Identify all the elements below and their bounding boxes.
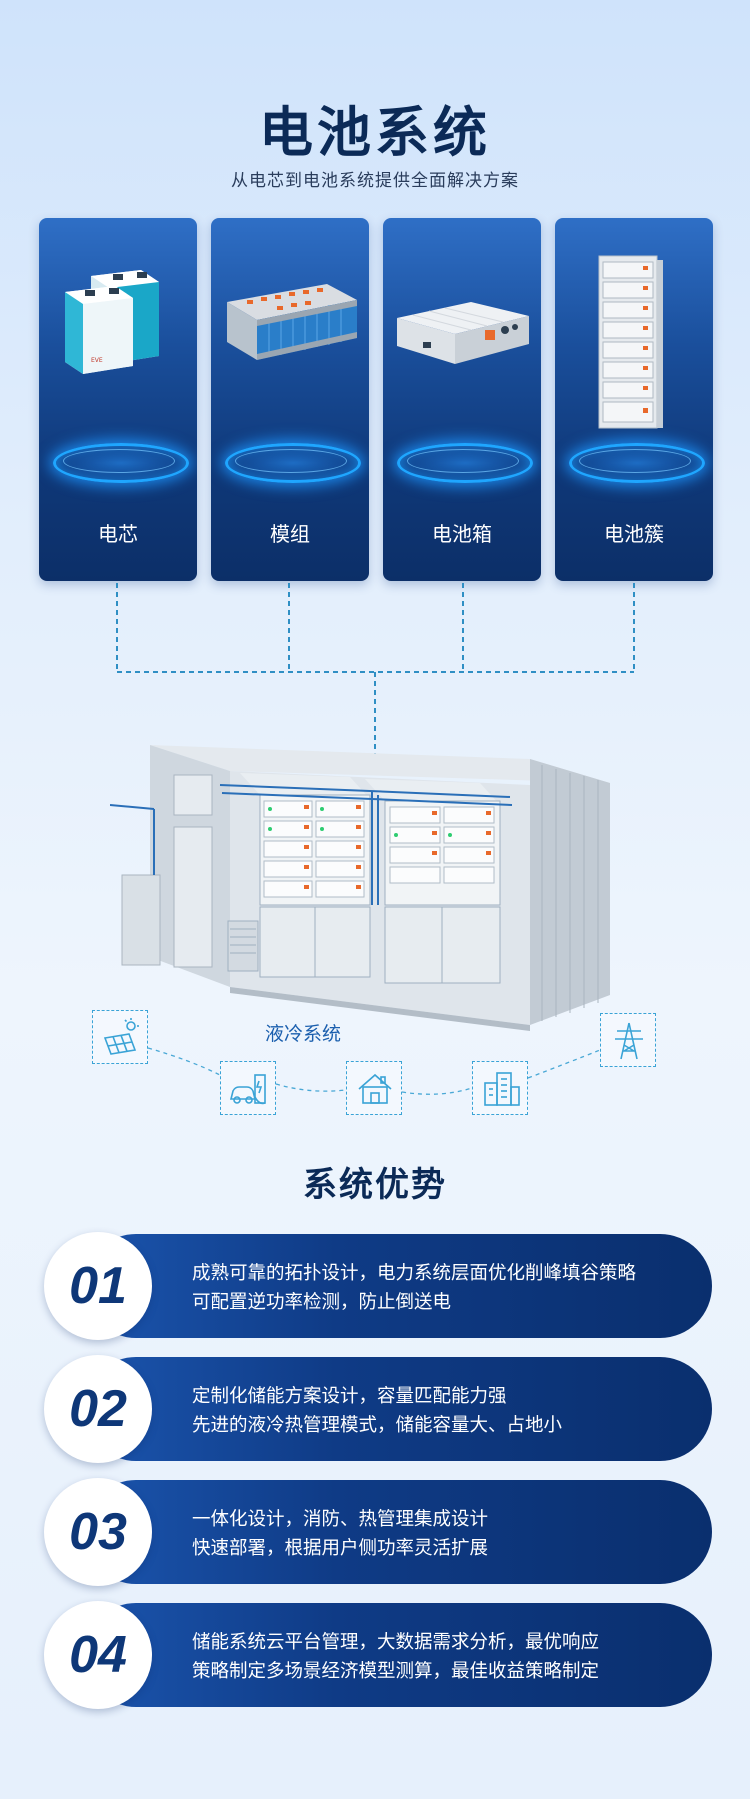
svg-text:EVE: EVE	[91, 357, 103, 364]
ev-charging-icon	[229, 1074, 266, 1105]
battery-pack-icon	[397, 302, 529, 364]
page-subtitle: 从电芯到电池系统提供全面解决方案	[231, 171, 519, 190]
card-label: 模组	[270, 524, 310, 546]
connector-lines	[116, 583, 635, 1095]
card-label: 电池簇	[604, 524, 664, 546]
card-battery-cluster[interactable]: 电池簇	[555, 218, 713, 581]
battery-cluster-icon	[598, 255, 663, 429]
container-illustration	[110, 745, 610, 1031]
advantage-item: 03 一体化设计，消防、热管理集成设计 快速部署，根据用户侧功率灵活扩展	[44, 1478, 712, 1586]
solar-panel-icon-box	[92, 1010, 148, 1064]
home-icon	[358, 1073, 392, 1104]
advantage-line-2: 先进的液冷热管理模式，储能容量大、占地小	[192, 1414, 563, 1435]
advantage-line-2: 策略制定多场景经济模型测算，最佳收益策略制定	[192, 1660, 600, 1681]
liquid-cooling-label: 液冷系统	[265, 1024, 342, 1045]
advantage-item: 01 成熟可靠的拓扑设计，电力系统层面优化削峰填谷策略 可配置逆功率检测，防止倒…	[44, 1232, 712, 1340]
product-cards: EVE 电芯 模组	[39, 218, 713, 581]
advantage-line-1: 定制化储能方案设计，容量匹配能力强	[192, 1385, 507, 1406]
solar-panel-icon	[103, 1018, 139, 1055]
advantage-number: 04	[69, 1626, 127, 1684]
advantage-number: 01	[69, 1257, 127, 1315]
advantage-line-2: 快速部署，根据用户侧功率灵活扩展	[192, 1537, 489, 1558]
advantage-line-2: 可配置逆功率检测，防止倒送电	[192, 1291, 452, 1312]
card-label: 电池箱	[432, 524, 492, 546]
home-icon-box	[346, 1061, 402, 1115]
advantage-line-1: 一体化设计，消防、热管理集成设计	[192, 1508, 489, 1529]
advantages-title: 系统优势	[303, 1166, 447, 1204]
ev-charging-icon-box	[220, 1061, 276, 1115]
advantage-item: 02 定制化储能方案设计，容量匹配能力强 先进的液冷热管理模式，储能容量大、占地…	[44, 1355, 712, 1463]
power-tower-icon-box	[600, 1013, 656, 1067]
advantage-number: 03	[69, 1503, 127, 1561]
power-tower-icon	[615, 1022, 643, 1060]
building-icon-box	[472, 1061, 528, 1115]
advantage-item: 04 储能系统云平台管理，大数据需求分析，最优响应 策略制定多场景经济模型测算，…	[44, 1601, 712, 1709]
card-label: 电芯	[98, 524, 138, 546]
battery-module-icon	[227, 284, 357, 360]
battery-cell-icon: EVE	[65, 270, 159, 374]
advantage-number: 02	[69, 1380, 127, 1438]
advantage-line-1: 成熟可靠的拓扑设计，电力系统层面优化削峰填谷策略	[192, 1262, 637, 1283]
card-battery-pack[interactable]: 电池箱	[383, 218, 541, 581]
card-battery-cell[interactable]: EVE 电芯	[39, 218, 197, 581]
advantage-line-1: 储能系统云平台管理，大数据需求分析，最优响应	[192, 1631, 600, 1652]
card-battery-module[interactable]: 模组	[211, 218, 369, 581]
building-icon	[484, 1072, 520, 1106]
page-title: 电池系统	[259, 103, 491, 163]
